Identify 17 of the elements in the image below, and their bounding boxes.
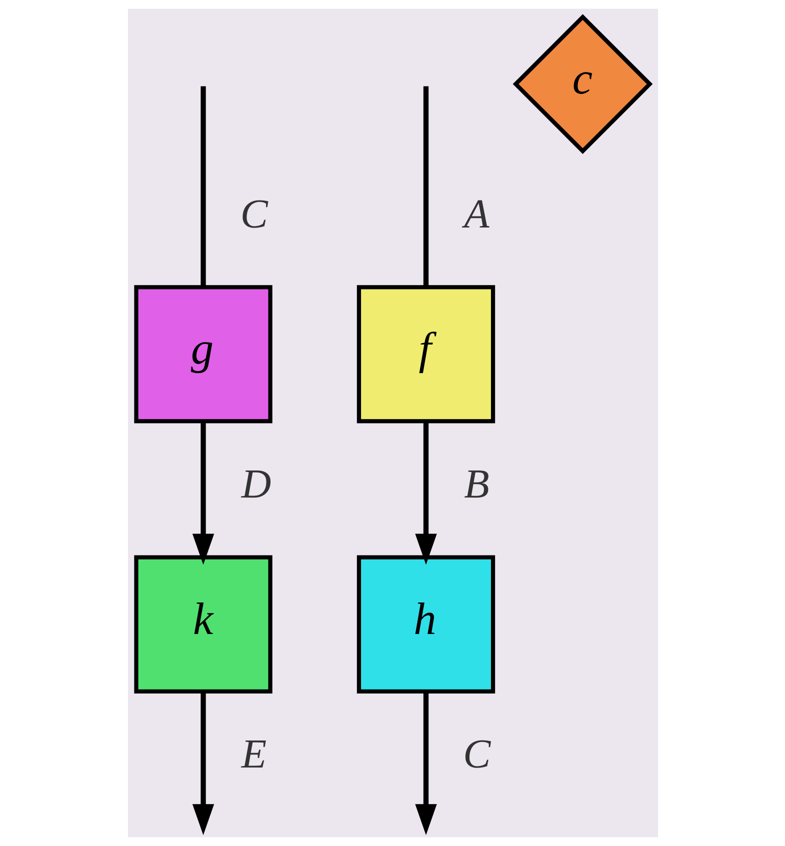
arrow [414,421,436,565]
arrow [192,692,214,836]
edge-label: D [240,460,271,507]
edge-label: A [464,190,489,236]
node-box: f [356,285,495,424]
arrow [414,692,436,836]
edge-label: E [240,730,266,777]
node-diamond: c [512,14,652,154]
connector [200,86,206,287]
node-box: k [134,555,272,694]
node-box: g [134,285,272,424]
edge-label: C [462,730,490,777]
edge-label: C [240,190,268,236]
connector [422,86,428,287]
edge-label: B [464,460,489,507]
node-box: h [356,555,495,694]
arrow [192,421,214,565]
